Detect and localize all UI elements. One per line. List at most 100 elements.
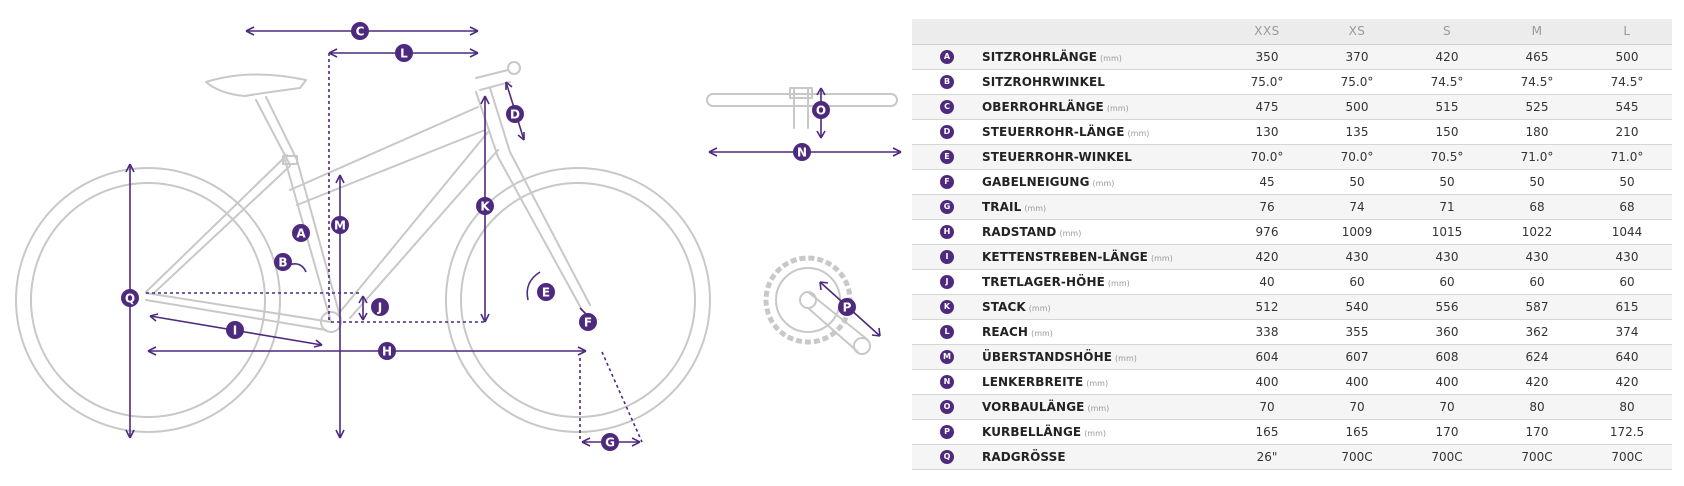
row-unit: (mm) [1100,53,1122,63]
row-param-name: TRETLAGER-HÖHE [982,274,1105,289]
row-letter-badge: L [940,324,954,339]
row-badge-cell: I [912,244,982,270]
row-value-s: 70.5° [1402,144,1492,170]
marker-h: H [378,342,396,360]
top-tube-lower [296,129,486,206]
svg-text:A: A [296,227,306,241]
row-value-s: 515 [1402,94,1492,120]
marker-l: L [395,44,413,62]
row-value-l: 640 [1582,344,1672,370]
row-label-cell: RADSTAND(mm) [982,219,1222,245]
row-letter-badge: P [940,424,954,439]
row-value-xs: 50 [1312,169,1402,195]
row-value-xxs: 40 [1222,269,1312,295]
measure-e [526,271,541,301]
row-value-m: 624 [1492,344,1582,370]
top-tube [289,106,479,191]
row-value-xs: 430 [1312,244,1402,270]
svg-text:Q: Q [125,292,135,306]
row-unit: (mm) [1115,353,1137,363]
header-spacer [912,19,982,45]
row-value-m: 68 [1492,194,1582,220]
row-label-cell: STEUERROHR-WINKEL [982,144,1222,170]
row-value-s: 608 [1402,344,1492,370]
row-letter-badge: C [940,99,954,114]
row-value-l: 500 [1582,44,1672,70]
row-unit: (mm) [1024,203,1047,213]
saddle [205,73,307,97]
row-letter-badge: F [940,174,954,189]
rear-wheel-inner [30,182,266,418]
svg-text:N: N [797,146,807,160]
row-value-xxs: 420 [1222,244,1312,270]
chainstay [145,292,332,323]
row-param-name: STEUERROHR-LÄNGE [982,124,1125,139]
row-value-xs: 370 [1312,44,1402,70]
row-unit: (mm) [1127,128,1150,138]
row-value-s: 50 [1402,169,1492,195]
pedal-end [853,337,871,355]
row-param-name: GABELNEIGUNG [982,174,1090,189]
size-header-xs: XS [1312,19,1402,45]
row-badge-cell: P [912,419,982,445]
marker-g: G [601,433,619,451]
row-value-l: 210 [1582,119,1672,145]
size-header-m: M [1492,19,1582,45]
stem [475,69,509,79]
row-param-name: RADSTAND [982,224,1057,239]
front-wheel-outer [445,167,711,433]
measure-markers: C L D K M A B Q E J F I H G O N P [121,22,856,451]
row-letter-badge: K [940,299,954,314]
seat-tube [284,159,332,323]
table-header-row: XXS XS S M L [912,19,1672,45]
row-value-xxs: 130 [1222,119,1312,145]
marker-b: B [274,253,292,271]
svg-text:L: L [400,47,408,61]
row-value-xs: 165 [1312,419,1402,445]
svg-text:D: D [510,108,520,122]
row-letter-badge: O [940,399,954,414]
svg-text:G: G [605,436,615,450]
row-value-xxs: 45 [1222,169,1312,195]
row-label-cell: RADGRÖSSE [982,444,1222,470]
marker-p: P [838,298,856,316]
row-value-l: 420 [1582,369,1672,395]
marker-f: F [579,313,597,331]
row-label-cell: SITZROHRWINKEL [982,69,1222,95]
row-unit: (mm) [1106,103,1129,113]
row-unit: (mm) [1028,303,1051,313]
seatstay [145,154,288,293]
svg-text:J: J [377,301,382,315]
row-value-s: 556 [1402,294,1492,320]
row-value-xxs: 70.0° [1222,144,1312,170]
chainring-center [799,291,817,309]
row-unit: (mm) [1059,228,1082,238]
row-value-l: 60 [1582,269,1672,295]
row-value-m: 71.0° [1492,144,1582,170]
row-value-m: 180 [1492,119,1582,145]
row-value-m: 80 [1492,394,1582,420]
rear-wheel-outer [15,167,281,433]
chainring-inner [775,267,841,333]
svg-text:M: M [334,219,346,233]
row-value-s: 70 [1402,394,1492,420]
row-value-xs: 135 [1312,119,1402,145]
row-letter-badge: I [940,249,954,264]
row-value-s: 700C [1402,444,1492,470]
row-label-cell: GABELNEIGUNG(mm) [982,169,1222,195]
row-value-xxs: 70 [1222,394,1312,420]
row-letter-badge: B [940,74,954,89]
marker-d: D [506,105,524,123]
row-value-s: 60 [1402,269,1492,295]
marker-a: A [292,224,310,242]
row-value-xxs: 165 [1222,419,1312,445]
row-letter-badge: Q [940,449,954,464]
svg-text:P: P [843,301,852,315]
handlebar-bar [706,93,898,107]
row-value-xxs: 475 [1222,94,1312,120]
marker-q: Q [121,289,139,307]
